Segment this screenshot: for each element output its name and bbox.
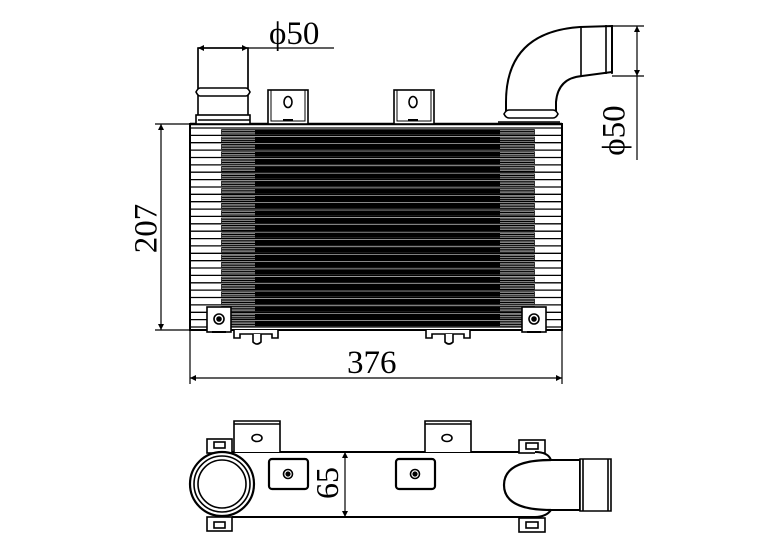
top-view-bracket-left bbox=[233, 420, 281, 452]
top-bracket-left bbox=[267, 89, 309, 125]
top-view-boss-right bbox=[394, 457, 437, 491]
inlet-port-top bbox=[188, 438, 256, 532]
top-view bbox=[188, 420, 612, 533]
outlet-port-top bbox=[502, 439, 612, 533]
outlet-diameter-label: ϕ50 bbox=[596, 105, 633, 156]
bottom-bracket-left bbox=[233, 330, 279, 345]
front-view bbox=[189, 24, 613, 345]
outlet-elbow bbox=[498, 24, 613, 123]
inlet-pipe bbox=[195, 47, 251, 125]
dimension-lines-front bbox=[155, 25, 644, 384]
depth-label: 65 bbox=[309, 467, 345, 499]
top-view-bracket-right bbox=[424, 420, 472, 452]
bottom-mount-right bbox=[521, 306, 547, 333]
bottom-bracket-right bbox=[425, 330, 471, 345]
top-view-boss-left bbox=[267, 457, 310, 491]
bottom-mount-left bbox=[206, 306, 232, 333]
core-height-label: 207 bbox=[128, 203, 165, 254]
top-bracket-right bbox=[393, 89, 435, 125]
core-fins bbox=[190, 127, 562, 328]
inlet-diameter-label: ϕ50 bbox=[269, 16, 320, 52]
overall-width-label: 376 bbox=[347, 345, 397, 381]
